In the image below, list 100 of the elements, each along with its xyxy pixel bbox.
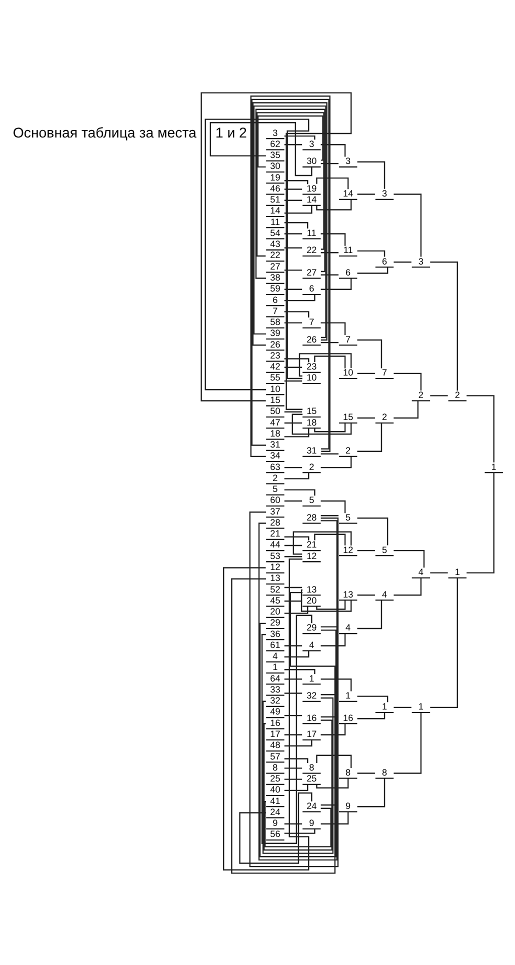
node-text: 22 xyxy=(270,250,280,260)
node-text: 1 xyxy=(272,662,278,672)
connector xyxy=(284,422,302,424)
connector xyxy=(356,422,382,452)
node-text: 3 xyxy=(381,188,387,198)
node-text: 10 xyxy=(306,372,316,382)
node-text: 12 xyxy=(342,544,353,554)
node-text: 53 xyxy=(270,550,280,560)
node-text: 34 xyxy=(270,450,280,460)
node-text: 62 xyxy=(270,138,280,148)
node-text: 18 xyxy=(306,416,316,427)
connector xyxy=(284,586,302,588)
node-text: 16 xyxy=(306,712,316,722)
node-text: 28 xyxy=(306,512,316,522)
connector xyxy=(256,112,324,256)
node-text: 10 xyxy=(342,367,353,378)
node-text: 4 xyxy=(381,588,387,599)
node-text: 18 xyxy=(270,428,280,438)
connector xyxy=(320,500,346,513)
connector xyxy=(320,723,346,735)
node-text: 8 xyxy=(272,762,278,772)
node-text: 6 xyxy=(272,294,278,304)
node-text: 46 xyxy=(270,182,280,193)
connector xyxy=(356,712,385,719)
connector xyxy=(314,422,346,432)
connector xyxy=(314,355,346,368)
node-text: 45 xyxy=(270,594,280,605)
connector xyxy=(300,588,352,612)
connector xyxy=(393,193,422,256)
node-text: 26 xyxy=(306,334,316,344)
node-text: 21 xyxy=(270,528,280,538)
node-text: 3 xyxy=(308,138,314,148)
connector xyxy=(430,260,458,390)
node-text: 55 xyxy=(270,372,280,382)
connector xyxy=(393,549,424,568)
connector xyxy=(284,366,302,368)
node-text: 58 xyxy=(270,316,280,327)
connector xyxy=(356,338,382,368)
node-text: 4 xyxy=(272,650,278,661)
node-text: 13 xyxy=(342,588,353,599)
node-text: 33 xyxy=(270,684,280,694)
node-text: 12 xyxy=(270,561,280,572)
connector xyxy=(284,544,302,546)
node-text: 32 xyxy=(270,695,280,706)
node-text: 50 xyxy=(270,406,280,416)
node-text: 35 xyxy=(270,150,280,160)
connector xyxy=(393,372,422,390)
connector xyxy=(284,188,302,190)
connector xyxy=(356,266,388,274)
connector xyxy=(284,767,302,768)
connector xyxy=(298,352,352,376)
node-text: 30 xyxy=(306,156,316,166)
connector xyxy=(320,514,338,516)
node-text: 43 xyxy=(270,238,280,249)
node-text: 10 xyxy=(270,383,280,394)
node-text: 22 xyxy=(306,244,316,255)
node-text: 54 xyxy=(270,227,280,238)
node-text: 19 xyxy=(306,182,316,193)
connector xyxy=(320,162,338,164)
connector xyxy=(200,92,352,410)
connector xyxy=(284,472,309,479)
node-text: 27 xyxy=(306,266,316,277)
node-text: 27 xyxy=(270,260,280,271)
connector xyxy=(284,828,315,834)
connector xyxy=(316,754,352,768)
connector xyxy=(356,778,385,807)
node-text: 2 xyxy=(454,389,460,400)
connector xyxy=(320,274,338,276)
node-text: 2 xyxy=(418,389,423,400)
connector xyxy=(284,606,308,614)
connector xyxy=(393,706,411,708)
connector xyxy=(284,410,302,412)
connector xyxy=(356,193,374,194)
connector xyxy=(284,778,302,780)
node-text: 1 xyxy=(418,701,423,712)
node-text: 41 xyxy=(270,795,280,806)
connector xyxy=(258,622,336,857)
node-text: 1 xyxy=(454,566,460,577)
connector xyxy=(284,358,309,362)
node-text: 9 xyxy=(272,818,278,828)
node-text: 7 xyxy=(308,316,314,327)
node-text: 63 xyxy=(270,461,280,472)
node-text: 5 xyxy=(272,484,278,494)
connector xyxy=(356,695,388,702)
node-text: 29 xyxy=(306,622,316,632)
node-text: 15 xyxy=(306,406,316,416)
node-text: 4 xyxy=(418,566,423,577)
node-text: 8 xyxy=(381,766,387,777)
connector xyxy=(320,232,346,246)
connector xyxy=(284,144,302,145)
connector xyxy=(320,144,346,156)
node-text: 6 xyxy=(381,256,387,266)
node-text: 2 xyxy=(345,445,350,456)
node-text: 26 xyxy=(270,338,280,349)
connector xyxy=(356,416,374,418)
node-text: 19 xyxy=(270,172,280,182)
node-text: 5 xyxy=(381,544,387,554)
node-text: 6 xyxy=(308,283,314,294)
node-text: 16 xyxy=(270,717,280,728)
connector xyxy=(262,696,333,854)
